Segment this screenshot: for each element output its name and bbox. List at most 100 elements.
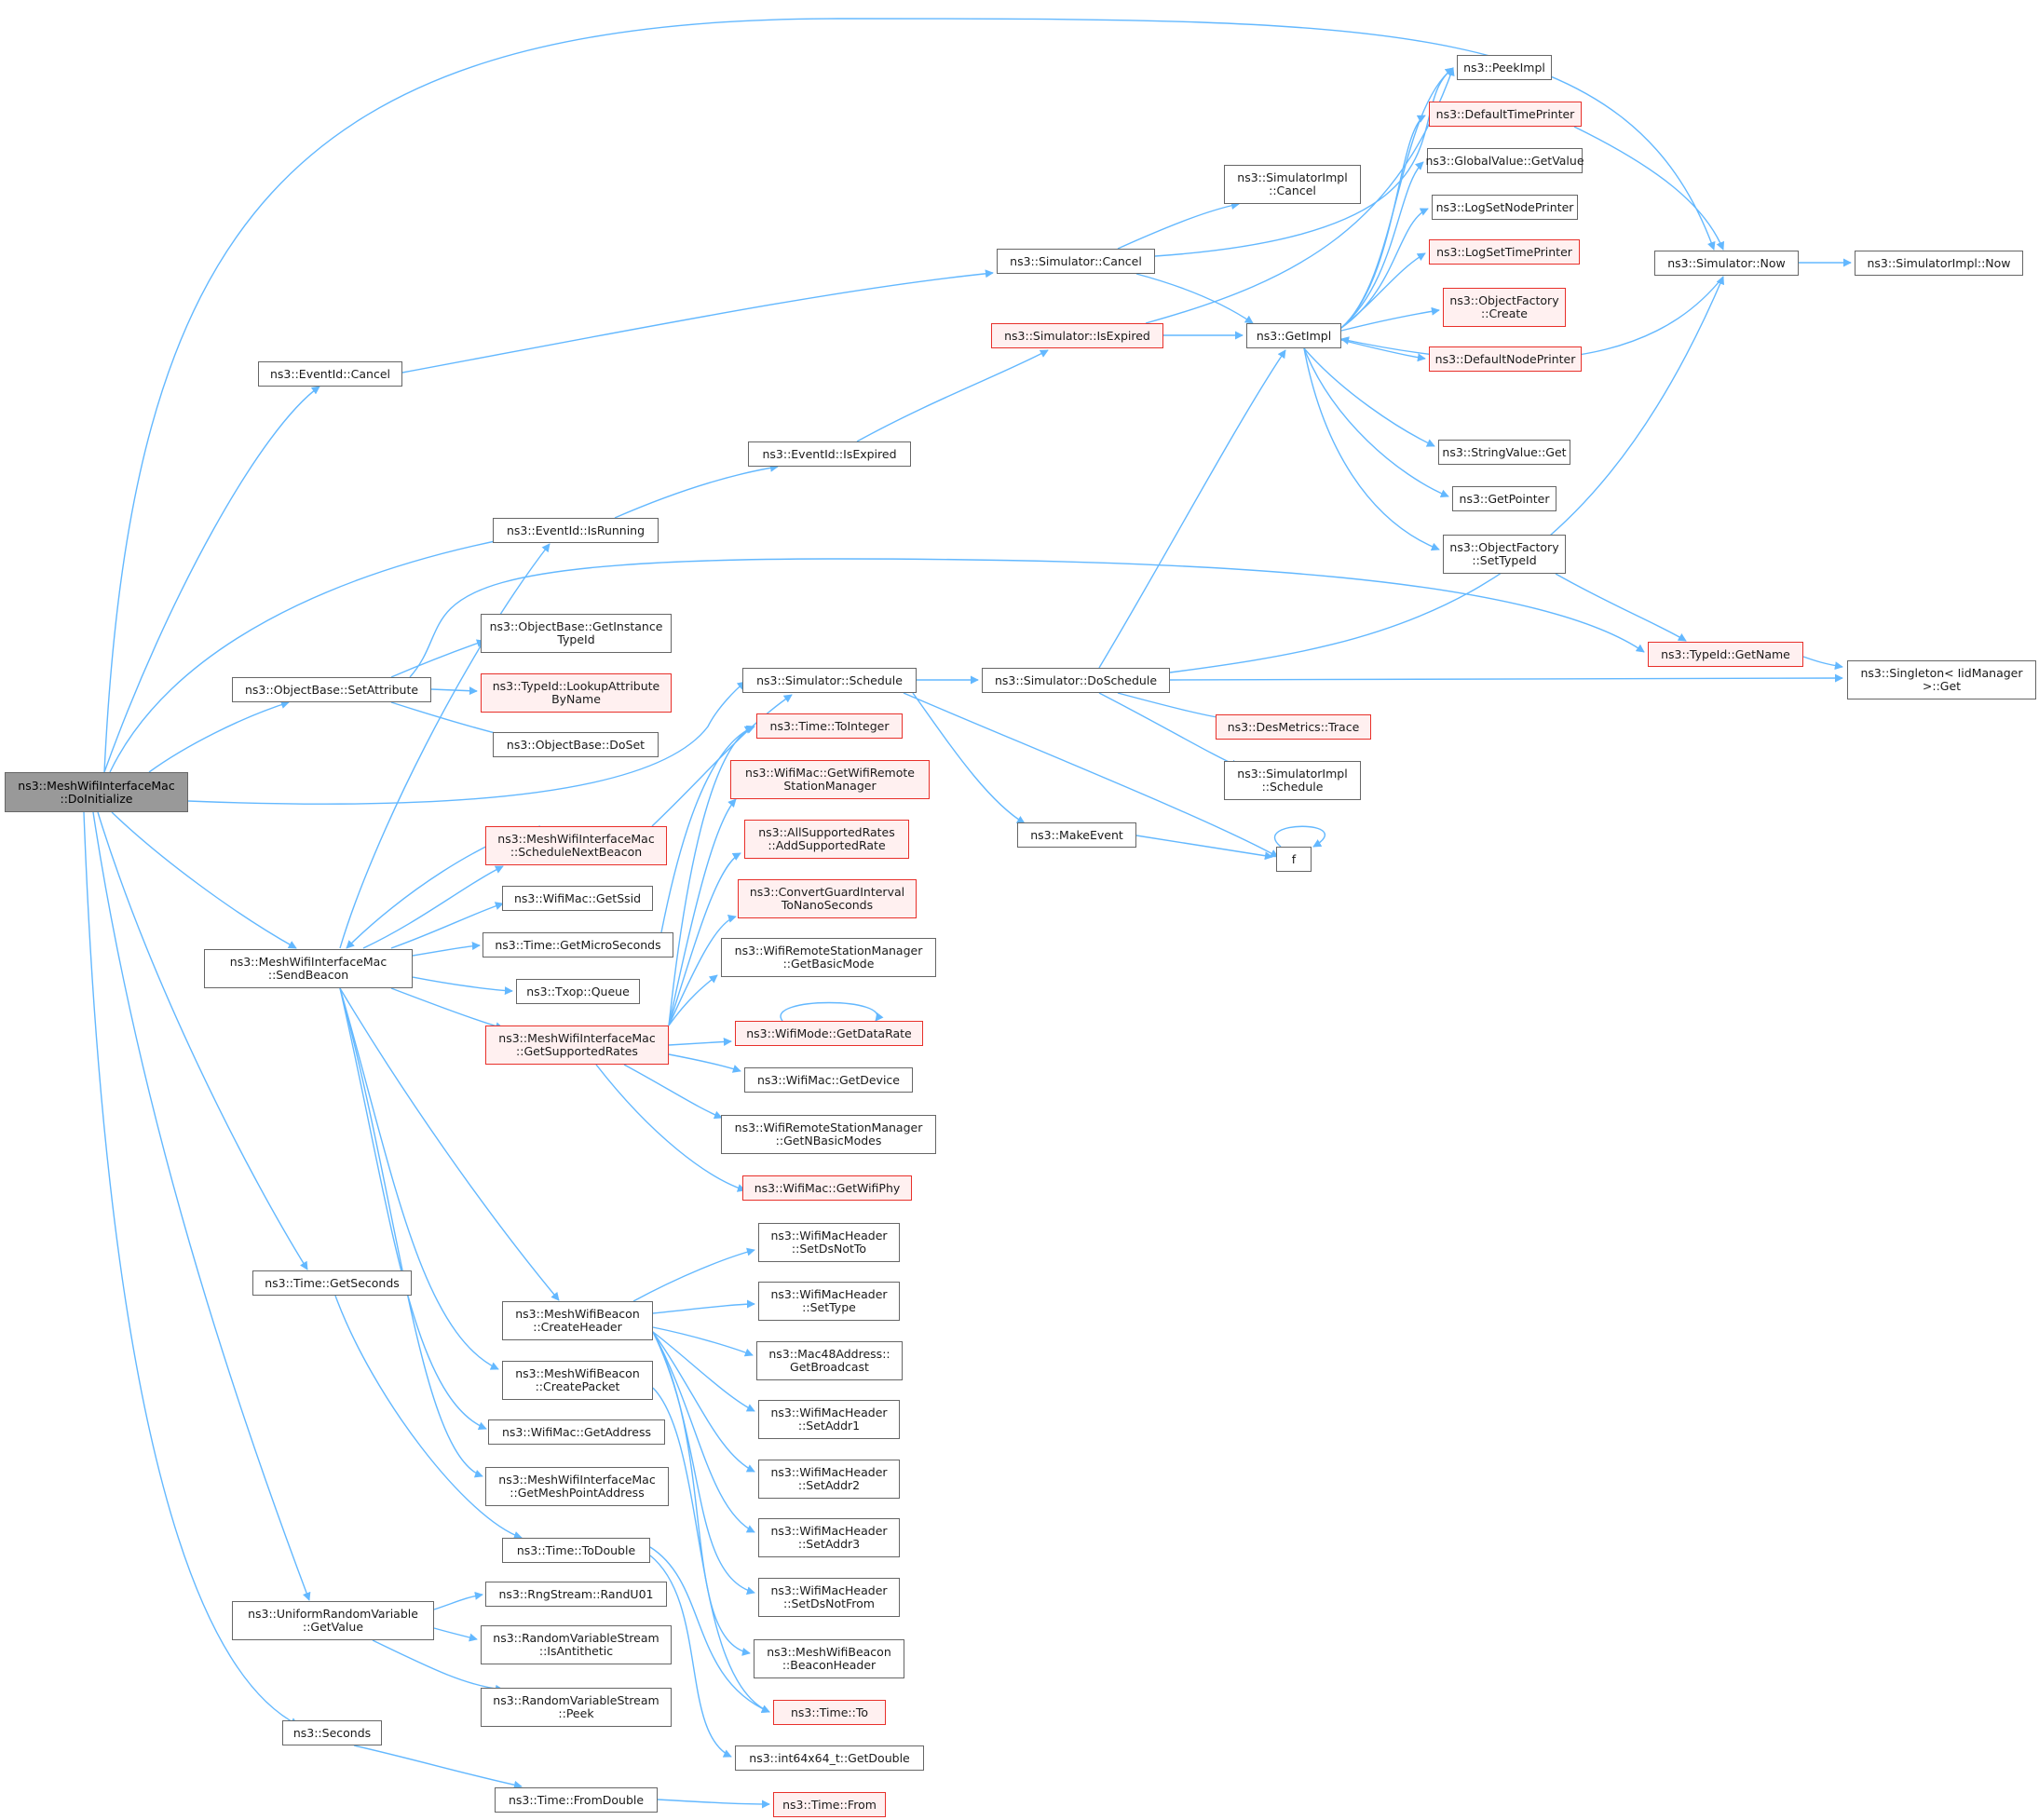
edge-objbase-setattr-to-typeid-lookup — [430, 686, 478, 696]
node-wifimac-getdevice[interactable]: ns3::WifiMac::GetDevice — [744, 1067, 913, 1093]
node-sendbeacon[interactable]: ns3::MeshWifiInterfaceMac::SendBeacon — [204, 949, 413, 988]
node-eventid-isrunning[interactable]: ns3::EventId::IsRunning — [493, 518, 659, 543]
node-wifimode-getdatarate[interactable]: ns3::WifiMode::GetDataRate — [735, 1021, 923, 1046]
node-mac48-getbroadcast[interactable]: ns3::Mac48Address::GetBroadcast — [756, 1341, 903, 1380]
node-time-tointeger[interactable]: ns3::Time::ToInteger — [756, 713, 903, 739]
node-objfactory-settypeid[interactable]: ns3::ObjectFactory::SetTypeId — [1443, 535, 1566, 574]
node-desmetrics-trace[interactable]: ns3::DesMetrics::Trace — [1216, 714, 1371, 740]
node-sim-cancel[interactable]: ns3::Simulator::Cancel — [997, 249, 1155, 274]
node-objbase-doset[interactable]: ns3::ObjectBase::DoSet — [493, 732, 659, 757]
node-hdr-settype[interactable]: ns3::WifiMacHeader::SetType — [758, 1282, 900, 1321]
node-sim-schedule[interactable]: ns3::Simulator::Schedule — [742, 668, 917, 693]
node-hdr-setaddr3[interactable]: ns3::WifiMacHeader::SetAddr3 — [758, 1518, 900, 1557]
node-default-node-printer[interactable]: ns3::DefaultNodePrinter — [1429, 346, 1582, 372]
node-make-event[interactable]: ns3::MakeEvent — [1017, 822, 1136, 848]
edge-eventid-isexpired-to-sim-isexpired — [856, 349, 1049, 442]
node-default-time-printer[interactable]: ns3::DefaultTimePrinter — [1429, 102, 1582, 127]
node-label: ns3::ObjectBase::DoSet — [506, 737, 646, 752]
node-label: ::SetAddr1 — [797, 1419, 861, 1433]
node-sim-now[interactable]: ns3::Simulator::Now — [1654, 251, 1799, 276]
node-getsupportedrates[interactable]: ns3::MeshWifiInterfaceMac::GetSupportedR… — [485, 1025, 669, 1065]
node-wrsm-getbasicmode[interactable]: ns3::WifiRemoteStationManager::GetBasicM… — [721, 938, 936, 977]
node-beacon-header[interactable]: ns3::MeshWifiBeacon::BeaconHeader — [754, 1639, 904, 1678]
node-txop-queue[interactable]: ns3::Txop::Queue — [516, 979, 640, 1004]
node-objbase-setattr[interactable]: ns3::ObjectBase::SetAttribute — [232, 677, 431, 702]
node-sim-doschedule[interactable]: ns3::Simulator::DoSchedule — [982, 668, 1170, 693]
node-time-fromdouble[interactable]: ns3::Time::FromDouble — [495, 1787, 658, 1813]
node-beacon-createheader[interactable]: ns3::MeshWifiBeacon::CreateHeader — [502, 1301, 653, 1340]
node-label: ns3::EventId::Cancel — [269, 366, 390, 381]
node-rvs-peek[interactable]: ns3::RandomVariableStream::Peek — [481, 1688, 672, 1727]
node-label: ToNanoSeconds — [781, 898, 874, 912]
node-simimpl-cancel[interactable]: ns3::SimulatorImpl::Cancel — [1224, 165, 1361, 204]
node-logsetnodeprinter[interactable]: ns3::LogSetNodePrinter — [1432, 195, 1578, 220]
node-time-from[interactable]: ns3::Time::From — [773, 1792, 886, 1817]
node-hdr-setaddr1[interactable]: ns3::WifiMacHeader::SetAddr1 — [758, 1400, 900, 1439]
node-wifimac-getaddress[interactable]: ns3::WifiMac::GetAddress — [488, 1419, 665, 1445]
node-label: ns3::Seconds — [292, 1725, 372, 1740]
node-label: ns3::Time::GetSeconds — [265, 1275, 400, 1290]
node-getpointer[interactable]: ns3::GetPointer — [1452, 486, 1556, 511]
edge-make-event-to-f — [1135, 835, 1273, 861]
node-rvs-isantithetic[interactable]: ns3::RandomVariableStream::IsAntithetic — [481, 1625, 672, 1664]
node-hdr-setdsnotfrom[interactable]: ns3::WifiMacHeader::SetDsNotFrom — [758, 1578, 900, 1617]
node-hdr-setdsnotto[interactable]: ns3::WifiMacHeader::SetDsNotTo — [758, 1223, 900, 1262]
edge-root-to-urv-getvalue — [92, 811, 311, 1601]
node-stringvalue-get[interactable]: ns3::StringValue::Get — [1438, 440, 1570, 465]
node-label: ns3::MeshWifiInterfaceMac — [229, 955, 387, 969]
node-label: ::GetSupportedRates — [516, 1044, 638, 1058]
node-eventid-isexpired[interactable]: ns3::EventId::IsExpired — [748, 441, 911, 467]
node-eventid-cancel[interactable]: ns3::EventId::Cancel — [258, 361, 402, 387]
node-label: ns3::WifiMacHeader — [770, 1465, 888, 1479]
node-time-getmicro[interactable]: ns3::Time::GetMicroSeconds — [483, 932, 673, 958]
edge-beacon-createheader-to-mac48-getbroadcast — [652, 1326, 754, 1357]
node-getmeshpoint[interactable]: ns3::MeshWifiInterfaceMac::GetMeshPointA… — [485, 1467, 669, 1506]
edge-sim-schedule-to-f — [903, 692, 1279, 858]
node-root[interactable]: ns3::MeshWifiInterfaceMac::DoInitialize — [5, 772, 188, 812]
node-label: ns3::WifiMac::GetWifiRemote — [745, 766, 915, 780]
node-f[interactable]: f — [1276, 847, 1312, 872]
node-sim-isexpired[interactable]: ns3::Simulator::IsExpired — [991, 323, 1163, 348]
node-label: ns3::Mac48Address:: — [768, 1347, 890, 1361]
node-beacon-createpacket[interactable]: ns3::MeshWifiBeacon::CreatePacket — [502, 1361, 653, 1400]
node-label: ns3::PeekImpl — [1463, 60, 1545, 75]
node-objfactory-create[interactable]: ns3::ObjectFactory::Create — [1443, 288, 1566, 327]
node-logsettimeprinter[interactable]: ns3::LogSetTimePrinter — [1429, 239, 1580, 265]
node-wifimac-getwifiphy[interactable]: ns3::WifiMac::GetWifiPhy — [742, 1175, 912, 1201]
node-label: ::CreatePacket — [535, 1379, 620, 1393]
edge-sim-doschedule-to-sim-now — [1169, 276, 1724, 673]
edge-getsupportedrates-to-wrsm-getnbasic — [623, 1064, 723, 1120]
node-getimpl[interactable]: ns3::GetImpl — [1246, 323, 1341, 348]
edge-root-to-time-getseconds — [97, 811, 308, 1270]
node-label: GetBroadcast — [790, 1360, 869, 1374]
node-label: ns3::AllSupportedRates — [758, 825, 895, 839]
node-wrsm-getnbasic[interactable]: ns3::WifiRemoteStationManager::GetNBasic… — [721, 1115, 936, 1154]
node-schedule-next[interactable]: ns3::MeshWifiInterfaceMac::ScheduleNextB… — [485, 826, 667, 865]
node-time-getseconds[interactable]: ns3::Time::GetSeconds — [252, 1270, 412, 1296]
node-rng-randu01[interactable]: ns3::RngStream::RandU01 — [485, 1582, 667, 1607]
edge-beacon-createheader-to-hdr-setdsnotto — [632, 1247, 755, 1302]
node-peekimpl[interactable]: ns3::PeekImpl — [1457, 55, 1552, 80]
node-label: ns3::ObjectBase::SetAttribute — [244, 682, 419, 697]
node-int64-getdouble[interactable]: ns3::int64x64_t::GetDouble — [735, 1745, 924, 1771]
node-simimpl-schedule[interactable]: ns3::SimulatorImpl::Schedule — [1224, 761, 1361, 800]
node-time-todouble[interactable]: ns3::Time::ToDouble — [502, 1538, 650, 1563]
node-label: ::DoInitialize — [60, 791, 133, 806]
node-time-to[interactable]: ns3::Time::To — [773, 1700, 886, 1725]
node-urv-getvalue[interactable]: ns3::UniformRandomVariable::GetValue — [232, 1601, 434, 1640]
node-label: f — [1291, 851, 1297, 866]
node-hdr-setaddr2[interactable]: ns3::WifiMacHeader::SetAddr2 — [758, 1460, 900, 1499]
node-wifimac-getssid[interactable]: ns3::WifiMac::GetSsid — [502, 886, 653, 911]
node-singleton-get[interactable]: ns3::Singleton< IidManager>::Get — [1847, 660, 2036, 699]
node-globalvalue-getvalue[interactable]: ns3::GlobalValue::GetValue — [1425, 148, 1584, 173]
node-typeid-getname[interactable]: ns3::TypeId::GetName — [1648, 642, 1803, 667]
node-seconds[interactable]: ns3::Seconds — [282, 1720, 382, 1745]
node-allrates-add[interactable]: ns3::AllSupportedRates::AddSupportedRate — [744, 820, 909, 859]
node-simimpl-now[interactable]: ns3::SimulatorImpl::Now — [1855, 251, 2023, 276]
edge-getsupportedrates-to-wifimac-getwrsm — [668, 798, 737, 1026]
